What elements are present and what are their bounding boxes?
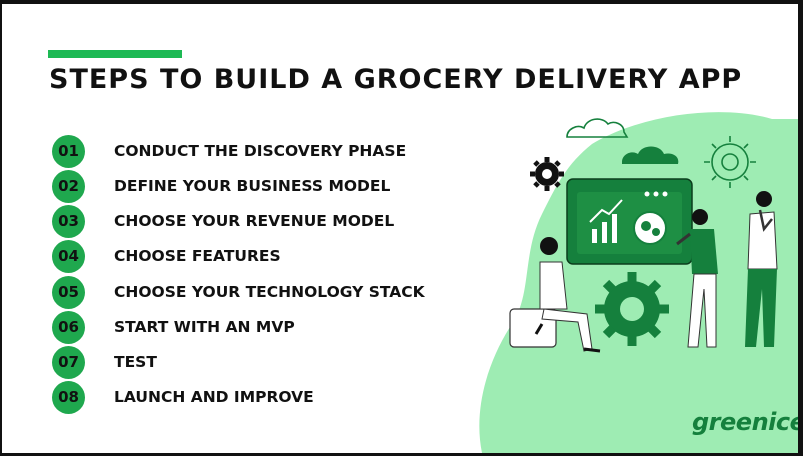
- step-item: 07 TEST: [52, 345, 412, 379]
- step-label: DEFINE YOUR BUSINESS MODEL: [114, 177, 391, 195]
- gear-outline-icon: [704, 136, 756, 188]
- cloud-icon: [622, 146, 679, 164]
- step-label: CHOOSE FEATURES: [114, 247, 281, 265]
- person-sitting: [534, 237, 601, 353]
- step-number-badge: 07: [52, 345, 85, 379]
- step-label: TEST: [114, 353, 157, 371]
- step-number-badge: 08: [52, 380, 85, 414]
- step-label: CHOOSE YOUR REVENUE MODEL: [114, 212, 395, 230]
- greenice-logo: greenice: [692, 408, 798, 436]
- infographic-card: STEPS TO BUILD A GROCERY DELIVERY APP 01…: [2, 4, 798, 453]
- person-standing-thinking: [745, 191, 778, 347]
- step-label: LAUNCH AND IMPROVE: [114, 388, 314, 406]
- large-gear-icon: [595, 272, 669, 346]
- dashboard-screen: [566, 178, 693, 265]
- step-label: CONDUCT THE DISCOVERY PHASE: [114, 142, 407, 160]
- step-item: 08 LAUNCH AND IMPROVE: [52, 380, 412, 414]
- step-item: 01 CONDUCT THE DISCOVERY PHASE: [52, 134, 412, 168]
- step-item: 02 DEFINE YOUR BUSINESS MODEL: [52, 169, 412, 203]
- team-analytics-illustration: [479, 112, 798, 453]
- step-number-badge: 04: [52, 239, 85, 273]
- step-item: 03 CHOOSE YOUR REVENUE MODEL: [52, 204, 412, 238]
- gear-icon: [530, 157, 564, 191]
- title-accent-bar: [48, 50, 182, 58]
- step-item: 06 START WITH AN MVP: [52, 310, 412, 344]
- step-number-badge: 06: [52, 310, 85, 344]
- step-item: 05 CHOOSE YOUR TECHNOLOGY STACK: [52, 275, 425, 309]
- step-number-badge: 01: [52, 134, 85, 168]
- step-label: CHOOSE YOUR TECHNOLOGY STACK: [114, 283, 425, 301]
- step-label: START WITH AN MVP: [114, 318, 295, 336]
- page-title: STEPS TO BUILD A GROCERY DELIVERY APP: [49, 64, 743, 95]
- step-number-badge: 03: [52, 204, 85, 238]
- step-item: 04 CHOOSE FEATURES: [52, 239, 412, 273]
- step-number-badge: 02: [52, 169, 85, 203]
- step-number-badge: 05: [52, 275, 85, 309]
- person-standing-magnifier: [676, 209, 718, 348]
- cloud-icon: [566, 118, 629, 138]
